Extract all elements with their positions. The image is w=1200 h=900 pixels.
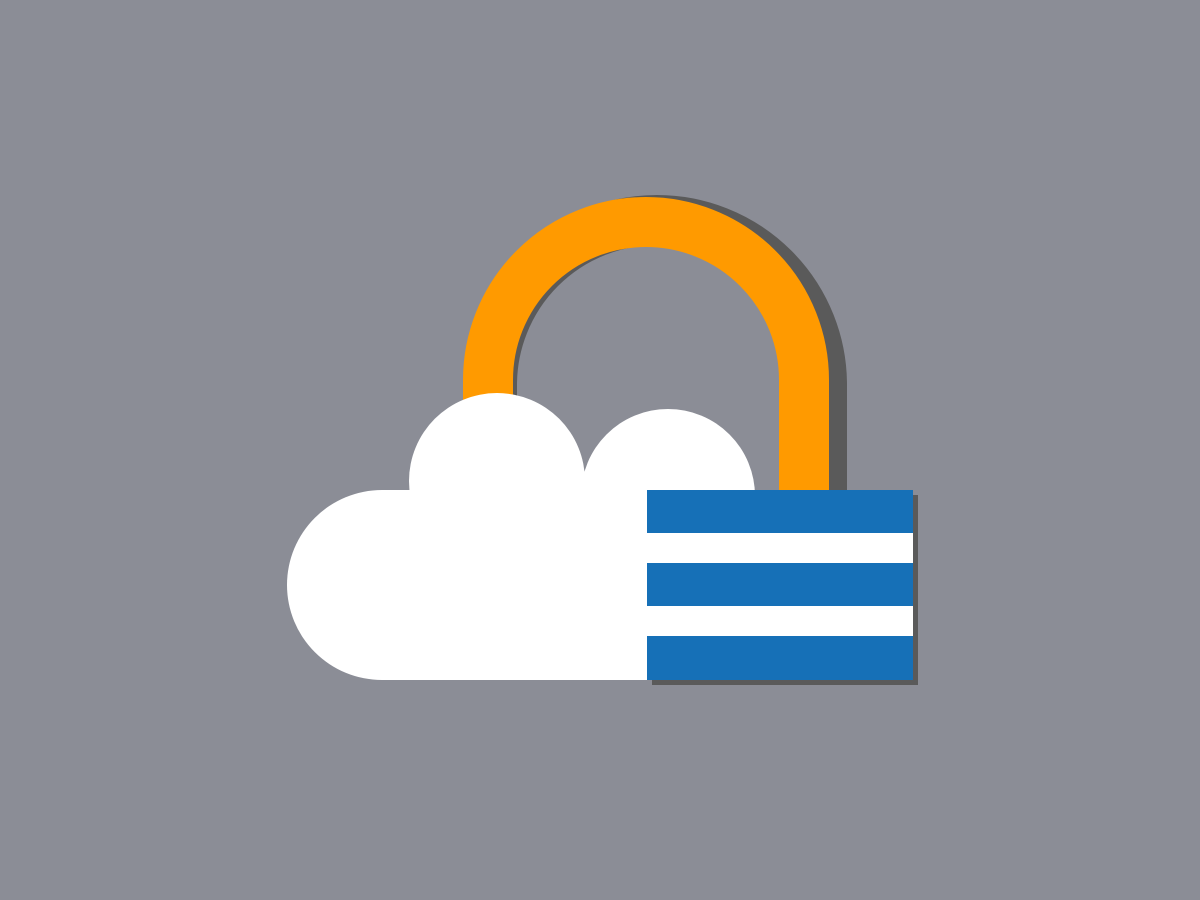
padlock-icon [647, 490, 918, 685]
lock-stripe-middle [647, 563, 913, 606]
padlock-shackle [463, 197, 829, 492]
lock-stripe-top [647, 490, 913, 533]
cloud-icon [287, 393, 755, 680]
lock-stripe-bottom [647, 636, 913, 680]
cloud-base [382, 490, 682, 680]
